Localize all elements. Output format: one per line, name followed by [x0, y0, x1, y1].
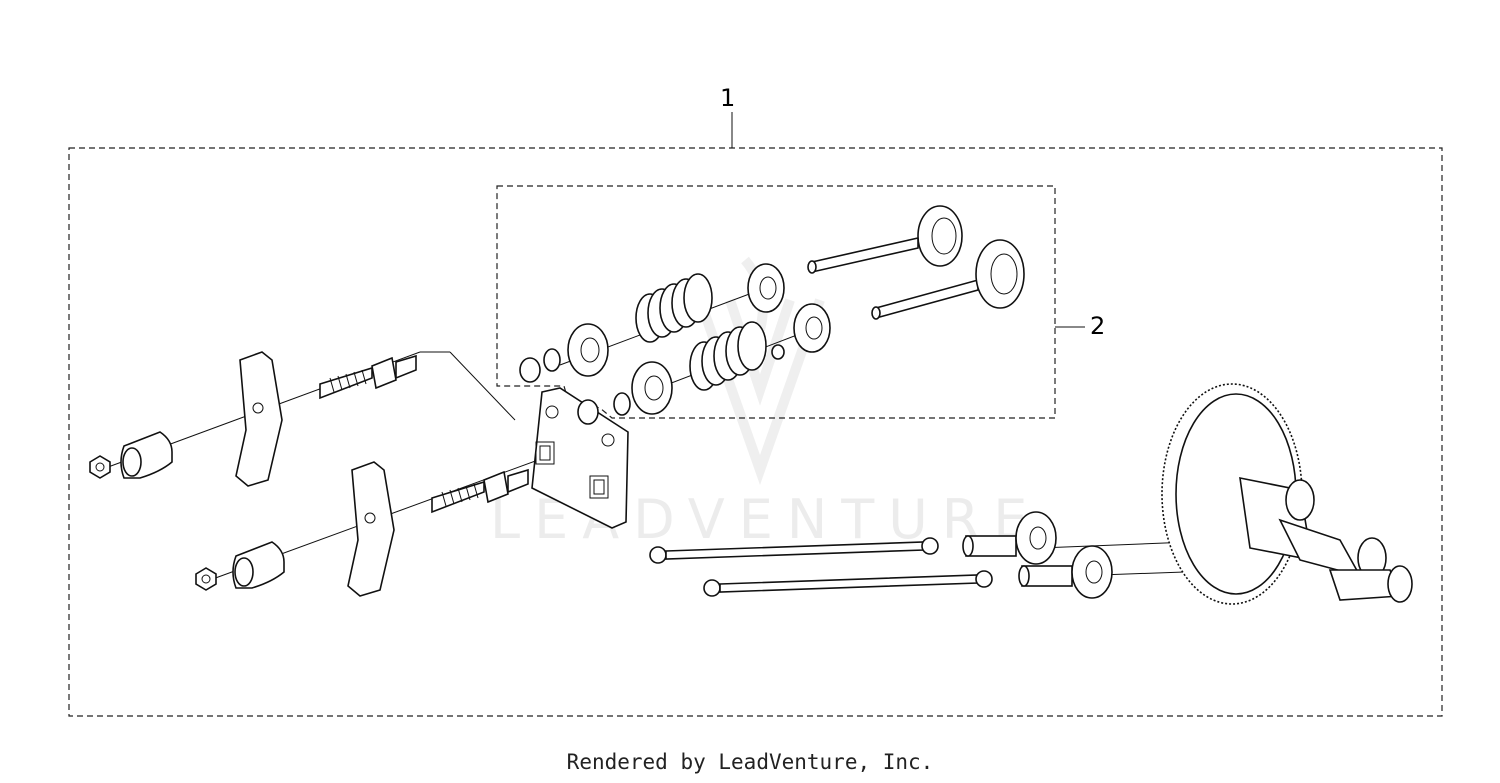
hex-nut-upper: [89, 455, 111, 479]
valve-cap-upper: [519, 357, 541, 383]
push-rods-and-tappets: [649, 511, 1113, 599]
valve-spring-lower: [689, 321, 767, 391]
valve-kit-parts: [519, 205, 1025, 425]
spring-seat-upper: [747, 263, 785, 313]
push-rod-upper: [665, 541, 925, 560]
callout-2-label: 2: [1090, 312, 1106, 340]
valve-spring-upper: [635, 273, 713, 343]
valve-retainer-upper: [567, 323, 609, 377]
exhaust-valve: [875, 278, 979, 320]
rocker-arm-lower: [347, 461, 395, 597]
push-rod-lower: [719, 574, 979, 593]
rocker-arm-upper: [235, 351, 283, 487]
rocker-stud-lower: [431, 480, 485, 514]
tappet-upper: [1015, 511, 1057, 565]
lower-rocker-group: [195, 461, 529, 597]
upper-rocker-group: [89, 351, 417, 487]
callout-1-label: 1: [720, 84, 736, 112]
hex-nut-lower: [195, 567, 217, 591]
valve-cap-lower: [577, 399, 599, 425]
valve-kit-2-frame: [496, 185, 1056, 419]
render-credit: Rendered by LeadVenture, Inc.: [566, 750, 934, 774]
camshaft: [1161, 383, 1413, 605]
valve-retainer-lower: [631, 361, 673, 415]
tappet-lower: [1071, 545, 1113, 599]
spring-seat-lower: [793, 303, 831, 353]
intake-valve: [811, 236, 919, 274]
rocker-stud-upper: [319, 366, 373, 400]
push-rod-guide-plate: [531, 387, 629, 529]
